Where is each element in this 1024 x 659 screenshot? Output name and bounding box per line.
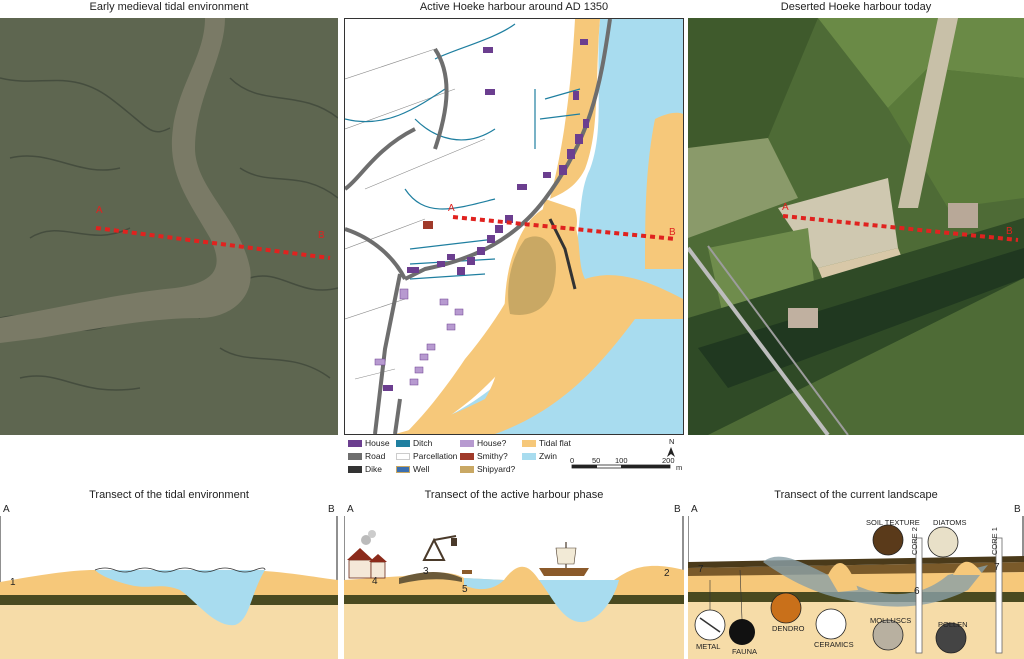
transect-harbour-marker-2: 2 [664,568,670,579]
transect-harbour-marker-5: 5 [462,584,468,595]
transect-current-marker-6: 6 [914,586,920,597]
harbour-endpoint-b: B [669,227,676,238]
legend-item-zwin: Zwin [522,451,557,461]
sample-fauna: FAUNA [732,647,758,656]
north-arrow-icon [571,447,675,469]
north-arrow-label: N [669,437,675,446]
sample-diatoms: DIATOMS [933,518,967,527]
legend-swatch-road [348,452,362,460]
sample-molluscs: MOLLUSCS [870,616,912,625]
legend-item-house-uncertain: House? [460,438,506,448]
legend-item-smithy: Smithy? [460,451,508,461]
scale-unit: m [676,463,683,472]
transect-harbour-a: A [347,504,354,515]
today-aerial-image: A B [688,18,1024,435]
legend-label-road: Road [365,451,386,461]
legend-label-zwin: Zwin [539,451,557,461]
legend-item-well: Well [396,464,429,474]
transect-harbour-svg [344,516,684,659]
legend-swatch-zwin [522,452,536,460]
legend-label-dike: Dike [365,464,383,474]
legend-label-tidal-flat: Tidal flat [539,438,571,448]
harbour-endpoint-a: A [448,203,455,214]
harbour-map-svg [345,19,683,434]
today-endpoint-b: B [1006,226,1013,237]
legend-label-well: Well [413,464,430,474]
legend-swatch-parcellation [396,452,410,460]
legend-label-shipyard: Shipyard? [477,464,516,474]
transect-harbour-marker-3: 3 [423,566,429,577]
scale-tick-100: 100 [615,456,628,465]
legend-swatch-ditch [396,439,410,447]
legend-swatch-well [396,465,410,473]
legend-label-house-uncertain: House? [477,438,507,448]
transect-harbour: A B 4 3 5 2 [344,500,684,659]
legend-item-dike: Dike [348,464,382,474]
scale-tick-50: 50 [592,456,601,465]
legend-item-parcellation: Parcellation [396,451,457,461]
title-today: Deserted Hoeke harbour today [780,1,932,13]
legend-swatch-smithy [460,452,474,460]
legend-item-shipyard: Shipyard? [460,464,515,474]
sample-soil-texture: SOIL TEXTURE [866,518,920,527]
transect-tidal-svg [0,516,338,659]
transect-current-a: A [691,504,698,515]
map-legend: House Road Dike Ditch Parcellation Well … [346,436,682,480]
transect-current-svg [688,516,1024,659]
scale-tick-200: 200 [662,456,675,465]
sample-ceramics: CERAMICS [814,640,854,649]
transect-current: A B 7 6 7 CORE 2 CORE 1 SOIL TEXTURE DIA… [688,500,1024,659]
legend-swatch-shipyard [460,465,474,473]
legend-swatch-house-uncertain [460,439,474,447]
legend-label-house: House [365,438,390,448]
legend-label-ditch: Ditch [413,438,433,448]
tidal-endpoint-b: B [318,230,325,241]
today-aerial-svg [688,18,1024,435]
legend-label-smithy: Smithy? [477,451,508,461]
harbour-map: A B [344,18,684,435]
title-transect-harbour: Transect of the active harbour phase [424,489,604,501]
transect-harbour-b: B [674,504,681,515]
transect-current-b: B [1014,504,1021,515]
core-1-label: CORE 1 [990,527,999,555]
title-tidal: Early medieval tidal environment [89,1,249,13]
legend-swatch-dike [348,465,362,473]
transect-tidal: A B 1 [0,500,338,659]
tidal-endpoint-a: A [96,205,103,216]
transect-current-marker-7b: 7 [994,562,1000,573]
transect-tidal-marker-1: 1 [10,577,16,588]
title-transect-tidal: Transect of the tidal environment [89,489,249,501]
transect-current-marker-7a: 7 [698,564,704,575]
title-harbour: Active Hoeke harbour around AD 1350 [419,1,609,13]
tidal-aerial-image: A B [0,18,338,435]
legend-label-parcellation: Parcellation [413,451,458,461]
legend-swatch-tidal-flat [522,439,536,447]
core-2-label: CORE 2 [910,527,919,555]
legend-item-tidal-flat: Tidal flat [522,438,571,448]
sample-dendro: DENDRO [772,624,805,633]
legend-item-ditch: Ditch [396,438,432,448]
transect-tidal-b: B [328,504,335,515]
transect-tidal-a: A [3,504,10,515]
today-endpoint-a: A [782,202,789,213]
transect-harbour-marker-4: 4 [372,576,378,587]
scale-bar: N 0 50 100 200 m [570,437,685,477]
sample-pollen: POLLEN [938,620,968,629]
legend-item-house: House [348,438,390,448]
legend-item-road: Road [348,451,385,461]
scale-tick-0: 0 [570,456,575,465]
tidal-aerial-svg [0,18,338,435]
legend-swatch-house [348,439,362,447]
title-transect-current: Transect of the current landscape [774,489,938,501]
sample-metal: METAL [696,642,721,651]
